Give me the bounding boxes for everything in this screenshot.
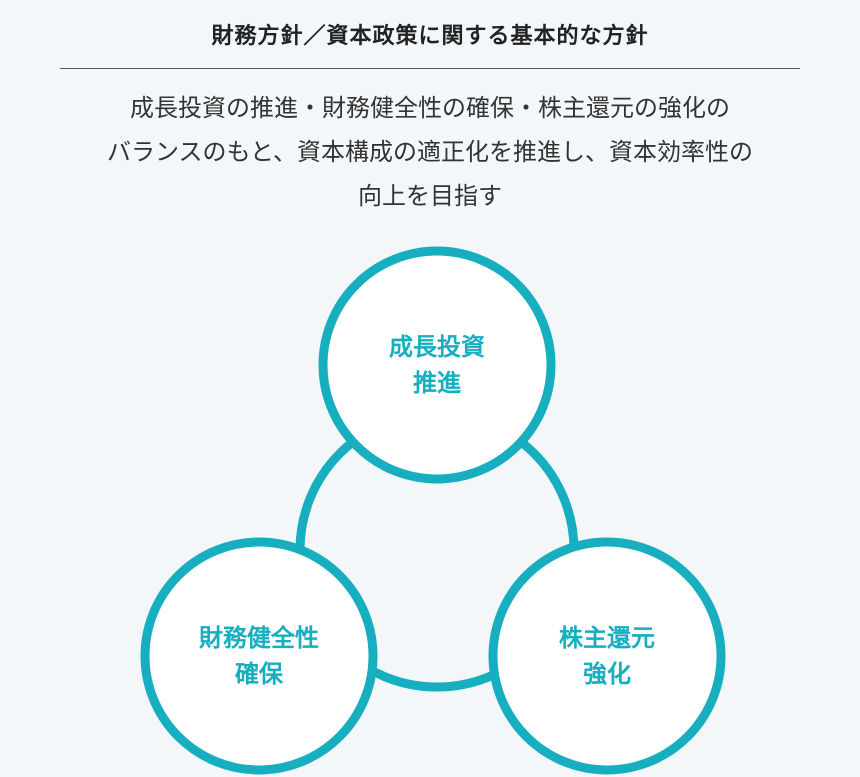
pillar-financial-soundness: 財務健全性 確保 [149,620,369,692]
pillar-top-line-2: 推進 [413,369,461,397]
policy-statement: 成長投資の推進・財務健全性の確保・株主還元の強化の バランスのもと、資本構成の適… [0,86,860,218]
heading-divider [60,68,800,69]
pillar-growth-investment: 成長投資 推進 [327,329,547,401]
pillar-top-line-1: 成長投資 [389,333,485,361]
page-heading: 財務方針／資本政策に関する基本的な方針 [211,24,649,49]
pillar-left-line-1: 財務健全性 [199,624,319,652]
statement-line-1: 成長投資の推進・財務健全性の確保・株主還元の強化の [130,94,730,122]
pillar-right-line-2: 強化 [583,660,631,688]
circle-left [140,537,378,775]
statement-line-2: バランスのもと、資本構成の適正化を推進し、資本効率性の [106,138,754,166]
pillar-left-line-2: 確保 [235,660,283,688]
circle-top [318,246,556,484]
statement-line-3: 向上を目指す [358,182,502,210]
pillar-right-line-1: 株主還元 [559,624,655,652]
circle-right [488,537,726,775]
pillar-shareholder-returns: 株主還元 強化 [497,620,717,692]
